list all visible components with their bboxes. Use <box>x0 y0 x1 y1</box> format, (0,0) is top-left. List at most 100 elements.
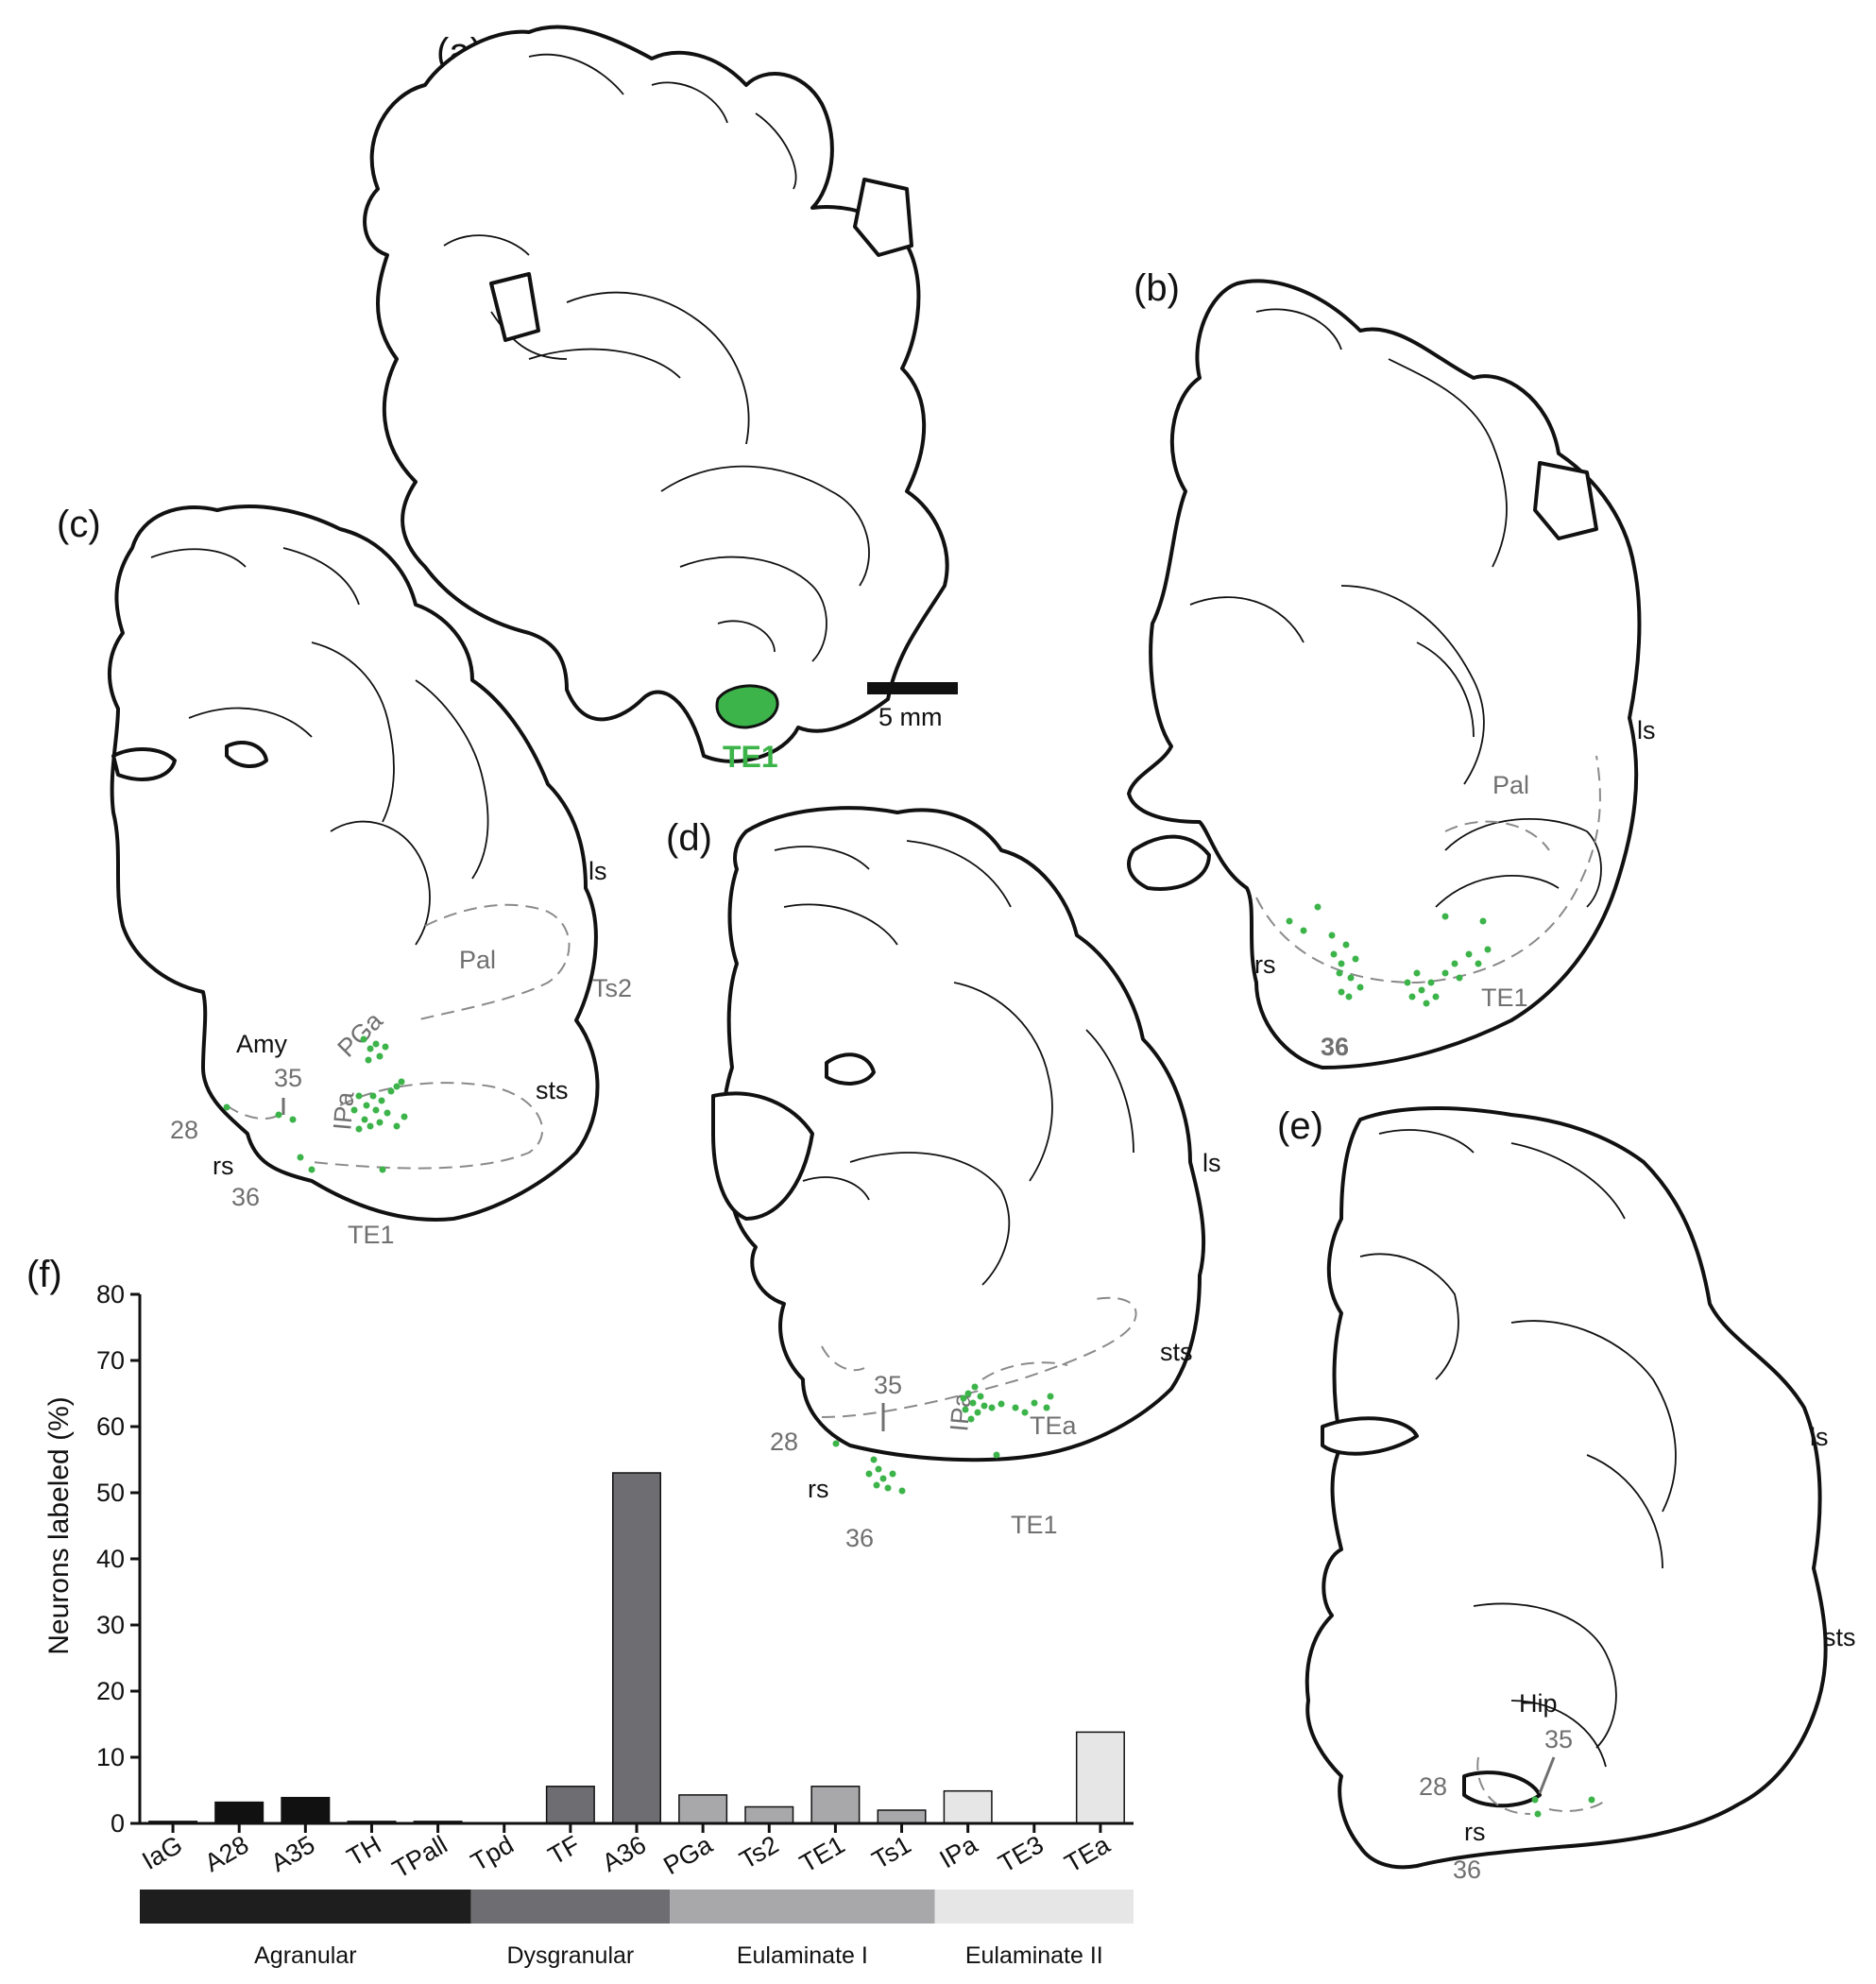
neuron-dot <box>289 1116 297 1123</box>
panel-d-section-outline <box>721 806 1206 1462</box>
bar-tea <box>1075 1731 1125 1824</box>
y-tick-label: 50 <box>96 1479 125 1507</box>
panel-b-layer4-line <box>1255 755 1601 984</box>
panel-c: (c) ls Pal Ts2 Amy PGa sts 35 IPa 28 rs … <box>57 504 632 1249</box>
panel-e-layer4-line <box>1476 1756 1531 1815</box>
neuron-dot <box>363 1102 370 1109</box>
panel-c-sulcus-ls: ls <box>588 857 607 885</box>
panel-b-region-36: 36 <box>1321 1033 1349 1061</box>
panel-d-fragment-2 <box>711 1091 814 1221</box>
neuron-dot <box>401 1113 408 1120</box>
group-label: Agranular <box>254 1942 356 1969</box>
neuron-dot <box>1484 946 1492 953</box>
bar-pga <box>678 1794 728 1824</box>
neuron-dot <box>369 1092 377 1100</box>
y-tick-label: 30 <box>96 1611 125 1639</box>
panel-c-region-35: 35 <box>274 1064 302 1092</box>
panel-c-layer4-line <box>415 903 571 1021</box>
neuron-dot <box>1427 979 1435 986</box>
panel-d-sulcus-sts: sts <box>1160 1338 1193 1366</box>
panel-c-region-te1: TE1 <box>348 1221 395 1249</box>
panel-a-section-outline <box>363 25 949 763</box>
neuron-dot <box>372 1040 380 1048</box>
neuron-dot <box>379 1166 386 1173</box>
neuron-dot <box>971 1383 979 1391</box>
panel-b-inner-contours <box>1189 308 1602 908</box>
panel-d-inner-contours <box>774 840 1134 1286</box>
x-tick-label: Ts2 <box>735 1830 783 1874</box>
panel-f-label: (f) <box>26 1254 62 1295</box>
neuron-dot <box>1475 960 1482 967</box>
neuron-dot <box>879 1475 887 1482</box>
neuron-dot <box>1404 979 1411 986</box>
neuron-dot <box>360 1035 367 1043</box>
neuron-dot <box>398 1078 405 1086</box>
panel-e-layer4-line-2 <box>1548 1799 1607 1812</box>
neuron-dot <box>1021 1409 1029 1416</box>
neuron-dot <box>1451 960 1458 967</box>
panel-d-layer4-line-3 <box>981 1361 1068 1380</box>
neuron-dot <box>1413 969 1421 977</box>
neuron-dot <box>993 1451 1000 1459</box>
neuron-dot <box>1423 1000 1430 1007</box>
panel-c-region-pal: Pal <box>459 946 496 974</box>
x-tick-label: A36 <box>597 1830 651 1877</box>
neuron-dot <box>361 1116 368 1123</box>
neuron-dot <box>1047 1393 1054 1400</box>
panel-c-layer4-line-3 <box>226 1104 284 1120</box>
panel-b-section-outline <box>1127 279 1642 1069</box>
panel-d: (d) ls sts 35 IPa TEa 28 rs 36 TE1 <box>666 806 1221 1552</box>
neuron-dot <box>1286 917 1293 925</box>
neuron-dot <box>969 1399 977 1407</box>
panel-e-region-36: 36 <box>1453 1856 1481 1884</box>
neuron-dot <box>967 1415 975 1423</box>
panel-e: (e) ls sts Hip 35 28 rs 36 <box>1277 1105 1856 1884</box>
panel-e-region-35: 35 <box>1544 1725 1573 1753</box>
x-tick-label: A35 <box>266 1830 320 1877</box>
bar-ts1 <box>877 1809 927 1824</box>
panel-a-fragment <box>853 178 913 257</box>
panel-c-fragment <box>111 747 177 781</box>
neuron-dot <box>1345 993 1353 1001</box>
panel-b-sulcus-rs: rs <box>1254 950 1276 979</box>
y-tick-label: 10 <box>96 1743 125 1771</box>
panel-b: (b) ls Pal rs TE1 36 <box>1127 267 1656 1069</box>
y-tick-label: 20 <box>96 1677 125 1705</box>
panel-c-inner-contours <box>150 547 489 946</box>
scale-bar-label: 5 mm <box>878 703 943 731</box>
bar-a36 <box>612 1472 661 1824</box>
neuron-dot <box>870 1456 878 1463</box>
neuron-dot <box>977 1393 984 1400</box>
panel-d-label: (d) <box>666 817 712 859</box>
neuron-dot <box>1356 983 1364 991</box>
neuron-dot <box>1342 941 1350 949</box>
x-tick-label: TEa <box>1060 1830 1116 1878</box>
neuron-dot <box>378 1097 385 1104</box>
panel-d-sulcus-ls: ls <box>1202 1149 1221 1177</box>
panel-c-sulcus-rs: rs <box>213 1152 234 1180</box>
neuron-dot <box>1588 1796 1595 1804</box>
neuron-dot <box>1314 903 1322 911</box>
panel-d-fragment <box>825 1052 876 1086</box>
panel-e-labeled-neurons <box>1531 1796 1595 1818</box>
neuron-dot <box>297 1154 304 1161</box>
panel-c-layer4-line-2 <box>311 1082 544 1170</box>
neuron-dot <box>1300 927 1307 934</box>
group-label: Eulaminate II <box>965 1942 1103 1969</box>
neuron-dot <box>875 1465 882 1473</box>
y-tick-label: 40 <box>96 1545 125 1573</box>
neuron-dot <box>275 1111 282 1119</box>
neuron-dot <box>1347 974 1355 982</box>
neuron-dot <box>988 1404 996 1411</box>
neuron-dot <box>964 1390 972 1397</box>
scale-bar <box>867 682 958 694</box>
panel-b-fragment <box>1533 461 1598 540</box>
panel-c-region-28: 28 <box>170 1116 198 1144</box>
panel-d-region-35: 35 <box>874 1371 902 1399</box>
panel-a-injection-label: TE1 <box>723 740 778 774</box>
panel-e-fragment-2 <box>1462 1770 1542 1808</box>
panel-c-region-ts2: Ts2 <box>592 974 632 1002</box>
